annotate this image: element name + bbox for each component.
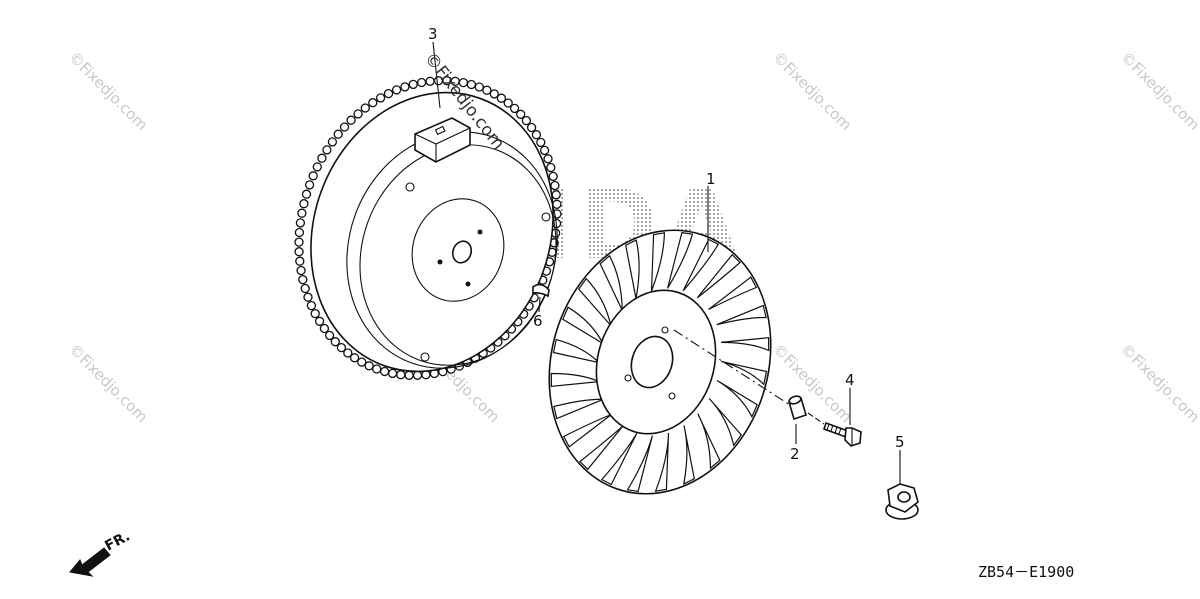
- callout-1: 1: [706, 170, 716, 188]
- flange-bolt-part: [822, 421, 862, 447]
- flange-nut-part: [885, 483, 919, 520]
- site-watermark: ©Fixedjo.com: [65, 340, 151, 426]
- callout-labels: 1 2 3 4 5 6: [428, 25, 905, 463]
- direction-label: FR.: [102, 528, 132, 554]
- callout-6: 6: [533, 312, 543, 330]
- callout-4: 4: [845, 371, 855, 389]
- site-watermark: ©Fixedjo.com: [769, 340, 855, 426]
- ring-gear-teeth: [294, 76, 562, 380]
- woodruff-key-part: [532, 283, 550, 298]
- site-watermark: ©Fixedjo.com: [1117, 340, 1200, 426]
- site-watermark: ©Fixedjo.com: [1117, 48, 1200, 134]
- diagram-code: ZB54－E1900: [978, 563, 1074, 581]
- callout-5: 5: [895, 433, 905, 451]
- flywheel-part: [294, 76, 562, 380]
- fan-fins: [550, 231, 770, 493]
- arrow-icon: [69, 547, 111, 577]
- front-direction-indicator: FR.: [69, 528, 133, 577]
- collar-part: [788, 395, 807, 421]
- site-watermark: ©Fixedjo.com: [65, 48, 151, 134]
- callout-2: 2: [790, 445, 800, 463]
- site-watermark: ©Fixedjo.com: [769, 48, 855, 134]
- callout-3: 3: [428, 25, 438, 43]
- fan-part: [548, 229, 772, 495]
- leader-lines: [432, 41, 901, 484]
